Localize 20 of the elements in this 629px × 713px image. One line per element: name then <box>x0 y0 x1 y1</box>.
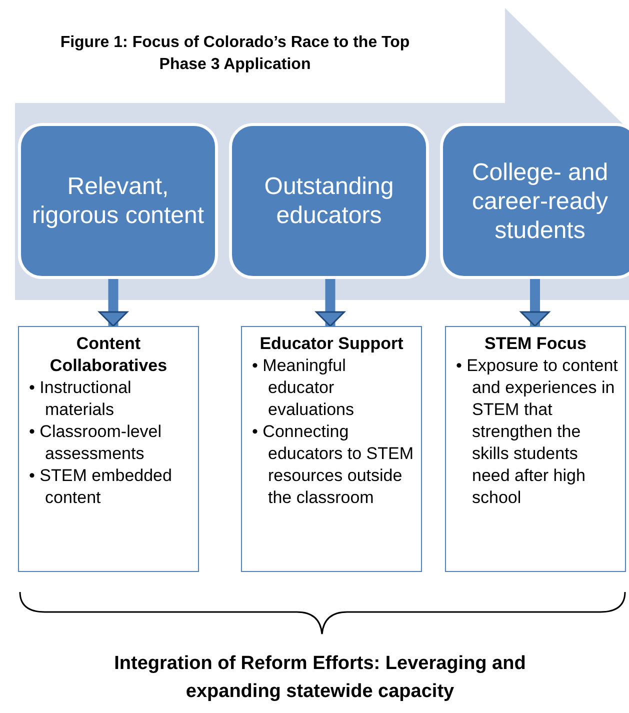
block-arrow <box>98 278 128 327</box>
rounded-box: College- and career-ready students <box>440 123 629 279</box>
box-heading: STEM Focus <box>483 333 588 355</box>
bullet-item: • Connecting educators to STEM resources outside the classroom <box>251 421 415 509</box>
bullet-item: • Exposure to content and experiences in STEM that strengthen the skills students need after high school <box>455 355 619 509</box>
bullet-item: • Instructional materials <box>28 377 132 421</box>
bullet-item: • Meaningful educator evaluations <box>251 355 356 421</box>
rounded-box: Outstanding educators <box>229 123 429 279</box>
block-arrow <box>316 278 345 327</box>
figure-title: Figure 1: Focus of Colorado’s Race to the Top Phase 3 Application <box>59 33 411 75</box>
bullet-item: • STEM embedded content <box>28 465 173 509</box>
text-box <box>18 326 199 572</box>
box-heading: Content Collaboratives <box>48 333 168 377</box>
text-box <box>241 326 422 572</box>
block-arrow <box>520 278 550 327</box>
caption: Integration of Reform Efforts: Leveraging and expanding statewide capacity <box>113 652 527 704</box>
rounded-box: Relevant, rigorous content <box>18 123 218 279</box>
text-box <box>445 326 626 572</box>
bullet-item: • Classroom-level assessments <box>28 421 163 465</box>
box-heading: Educator Support <box>258 333 404 355</box>
